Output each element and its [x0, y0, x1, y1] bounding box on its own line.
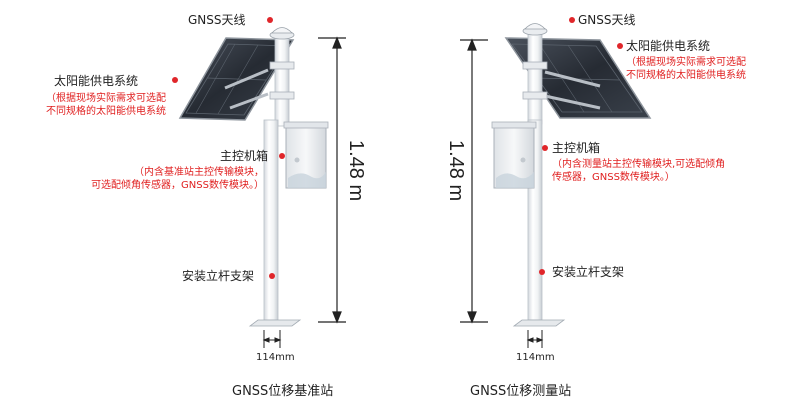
- right-marker-bracket: [539, 269, 545, 275]
- left-base-plate: [248, 319, 302, 327]
- right-note-solar-line-2: 不同规格的太阳能供电系统: [626, 70, 746, 81]
- left-control-box: [283, 121, 329, 189]
- left-note-box-line-2: 可选配倾角传感器，GNSS数传模块。）: [91, 180, 264, 191]
- right-height-dimension: [460, 38, 488, 324]
- left-height-dimension: [318, 36, 346, 324]
- right-gnss-antenna: [522, 23, 548, 36]
- left-note-box-line-1: （内含基准站主控传输模块，: [134, 167, 264, 178]
- left-marker-box: [279, 153, 285, 159]
- left-label-antenna: GNSS天线: [188, 13, 246, 27]
- right-note-box-line-1: （内含测量站主控传输模块,可选配倾角: [552, 159, 726, 170]
- left-height-label: 1.48 m: [345, 140, 367, 202]
- right-note-box: （内含测量站主控传输模块,可选配倾角 传感器，GNSS数传模块。）: [552, 158, 725, 184]
- right-note-box-line-2: 传感器，GNSS数传模块。）: [552, 172, 675, 183]
- right-control-box: [491, 121, 537, 189]
- right-marker-box: [542, 145, 548, 151]
- left-note-solar: （根据现场实际需求可选配 不同规格的太阳能供电系统: [46, 92, 166, 118]
- right-marker-antenna: [569, 17, 575, 23]
- right-mast: [527, 31, 543, 125]
- right-label-antenna: GNSS天线: [578, 13, 636, 27]
- left-note-solar-line-1: （根据现场实际需求可选配: [46, 93, 166, 104]
- right-label-bracket: 安装立杆支架: [552, 265, 625, 279]
- right-note-solar: （根据现场实际需求可选配 不同规格的太阳能供电系统: [626, 56, 746, 82]
- right-note-solar-line-1: （根据现场实际需求可选配: [626, 57, 746, 68]
- left-note-solar-line-2: 不同规格的太阳能供电系统: [46, 106, 166, 117]
- left-marker-solar: [172, 77, 178, 83]
- left-label-box: 主控机箱: [220, 149, 269, 163]
- right-height-label: 1.48 m: [445, 140, 467, 202]
- left-label-bracket: 安装立杆支架: [182, 269, 255, 283]
- right-label-box: 主控机箱: [552, 141, 601, 155]
- left-gnss-antenna: [269, 27, 295, 40]
- left-caption: GNSS位移基准站: [232, 384, 334, 399]
- right-width-dimension: [526, 330, 544, 348]
- left-mast: [274, 35, 290, 127]
- right-label-solar: 太阳能供电系统: [626, 39, 711, 53]
- left-station: [172, 17, 346, 348]
- right-width-label: 114mm: [516, 352, 555, 363]
- left-label-solar: 太阳能供电系统: [54, 74, 139, 88]
- left-marker-antenna: [267, 17, 273, 23]
- right-station: [460, 17, 652, 348]
- left-width-label: 114mm: [256, 352, 295, 363]
- right-caption: GNSS位移测量站: [470, 384, 572, 399]
- right-marker-solar: [617, 43, 623, 49]
- left-marker-bracket: [269, 273, 275, 279]
- left-width-dimension: [262, 330, 282, 348]
- left-solar-panel: [178, 37, 295, 121]
- right-base-plate: [512, 319, 566, 327]
- left-note-box: （内含基准站主控传输模块， 可选配倾角传感器，GNSS数传模块。）: [91, 166, 264, 192]
